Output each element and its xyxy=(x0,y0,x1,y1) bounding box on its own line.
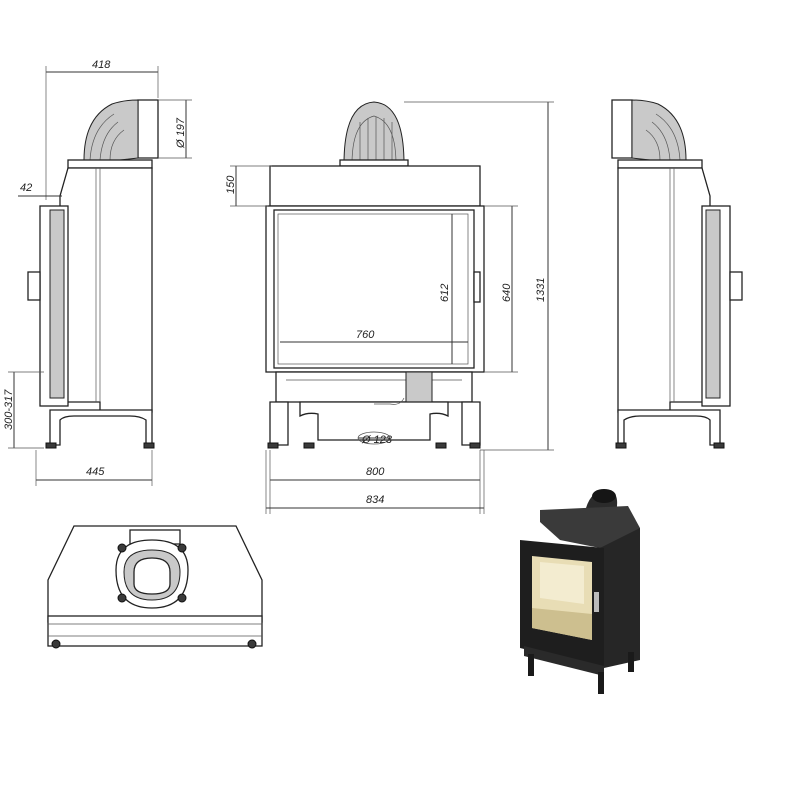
front-view-dimensions: 150 760 612 640 1331 Ø 123 800 834 xyxy=(225,101,554,514)
dim-inlet-diameter: Ø 123 xyxy=(361,434,393,446)
left-side-view xyxy=(27,99,159,449)
right-side-view xyxy=(611,99,743,449)
dim-total-height: 1331 xyxy=(535,278,547,302)
dim-glass-height: 612 xyxy=(439,284,451,302)
dim-overall-width: 834 xyxy=(366,494,384,506)
top-plan-view xyxy=(47,525,263,649)
front-view xyxy=(265,101,485,449)
dim-glass-width: 760 xyxy=(356,329,375,341)
dim-flue-diameter: Ø 197 xyxy=(175,117,187,149)
dim-body-width: 800 xyxy=(366,466,385,478)
dim-top-offset: 42 xyxy=(20,182,32,194)
left-view-dimensions: 418 Ø 197 42 300-317 445 xyxy=(3,59,192,486)
dim-leg-height-range: 300-317 xyxy=(3,389,15,430)
dim-opening-height: 640 xyxy=(501,283,513,302)
dim-base-depth: 445 xyxy=(86,466,105,478)
fireplace-3d-render xyxy=(520,489,640,694)
dim-side-depth-top: 418 xyxy=(92,59,111,71)
dim-top-height: 150 xyxy=(225,175,237,194)
